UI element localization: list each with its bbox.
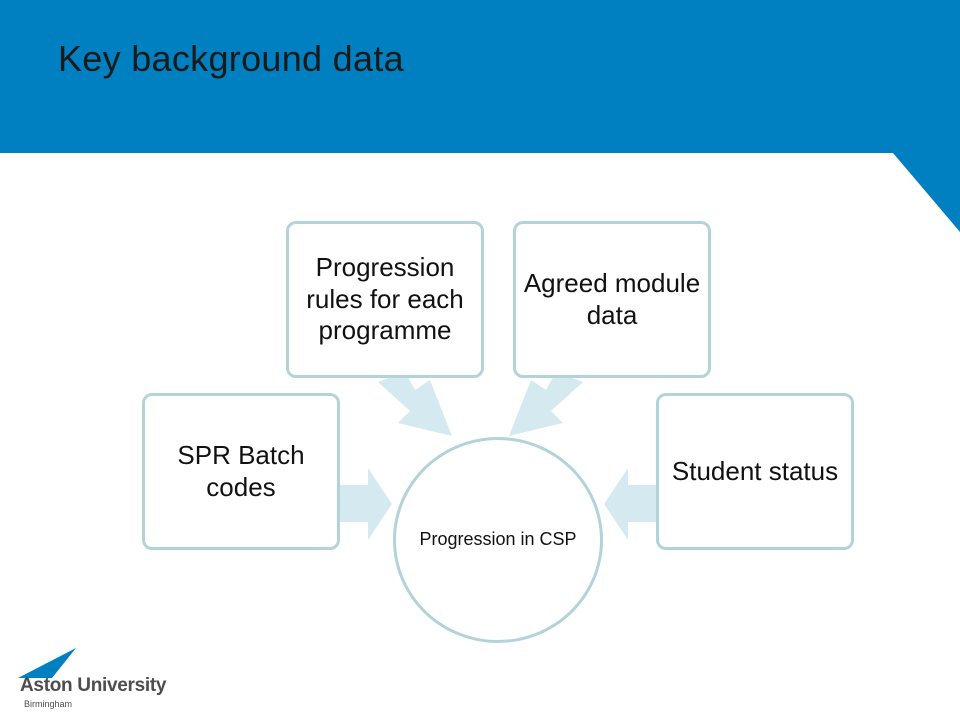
arrow-from-progression-rules xyxy=(378,372,452,436)
center-circle-progression-in-csp: Progression in CSP xyxy=(393,437,603,643)
slide-title: Key background data xyxy=(58,38,404,79)
logo-name: Aston University xyxy=(20,675,167,696)
box-spr-batch-codes: SPR Batch codes xyxy=(142,393,340,550)
box-progression-rules: Progression rules for each programme xyxy=(286,221,484,378)
arrow-from-agreed-module-data xyxy=(509,372,583,436)
header-band xyxy=(0,0,960,232)
arrow-from-student-status xyxy=(604,468,656,540)
logo-subtitle: Birmingham xyxy=(24,699,73,709)
arrow-from-spr-batch-codes xyxy=(340,468,392,540)
box-agreed-module-data: Agreed module data xyxy=(513,221,711,378)
aston-triangle-logo-icon xyxy=(18,648,76,678)
box-student-status: Student status xyxy=(656,393,854,550)
